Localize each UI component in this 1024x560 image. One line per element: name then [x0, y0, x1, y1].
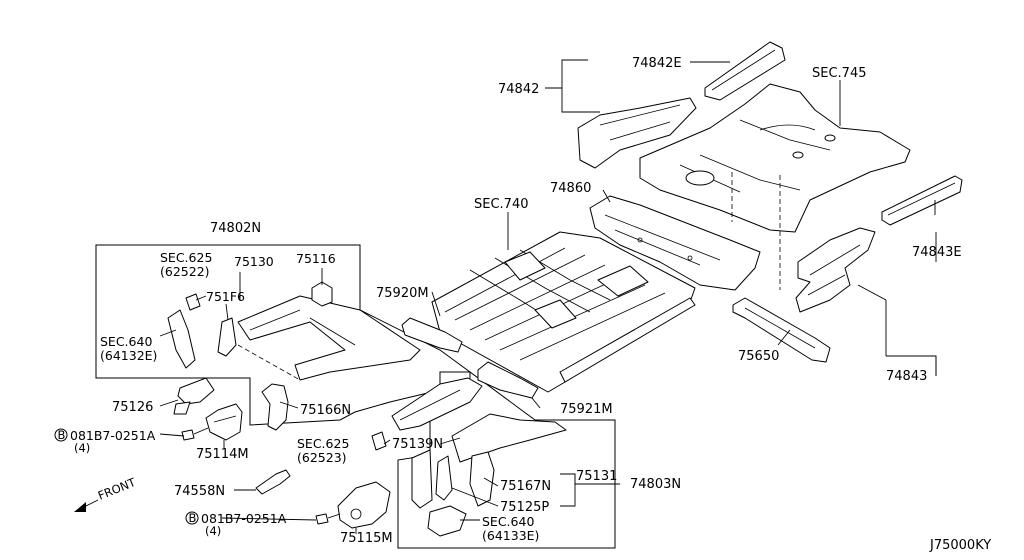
label-74860: 74860 [550, 181, 591, 196]
part-75126 [173, 377, 215, 415]
rear-floor-panel [639, 83, 911, 290]
part-74843 [795, 227, 876, 313]
part-sec625-62522 [185, 293, 201, 311]
part-751f6 [217, 317, 237, 357]
part-sec640-64133e [427, 505, 467, 537]
label-751f6: 751F6 [206, 289, 245, 304]
part-74842 [577, 97, 697, 169]
label-74803n: 74803N [630, 477, 681, 492]
label-75114m: 75114M [196, 447, 249, 462]
part-74558n [255, 469, 291, 495]
label-74843: 74843 [886, 369, 927, 384]
label-75126: 75126 [112, 400, 153, 415]
label-75139n: 75139N [392, 437, 443, 452]
label-75650: 75650 [738, 349, 779, 364]
label-75167n: 75167N [500, 479, 551, 494]
label-bolt-2: 081B7-0251A [201, 511, 287, 526]
part-75166n [261, 383, 289, 431]
bolt-symbol-icon [54, 428, 68, 442]
bolt-2 [315, 513, 341, 525]
label-74558n: 74558N [174, 484, 225, 499]
part-sec640-64132e [167, 309, 196, 369]
label-75116: 75116 [296, 251, 336, 266]
label-74842: 74842 [498, 82, 539, 97]
part-75130 [237, 295, 421, 381]
bolt-2-label: B 081B7-0251A (4) [185, 511, 287, 538]
label-sec740: SEC.740 [474, 197, 529, 212]
part-74843e [881, 175, 963, 226]
label-75920m: 75920M [376, 286, 429, 301]
label-75130: 75130 [234, 254, 274, 269]
label-75125p: 75125P [500, 500, 549, 515]
front-floor-panel [431, 231, 696, 393]
label-bolt-1: 081B7-0251A [70, 428, 156, 443]
label-sec625-a-sub: (62522) [160, 264, 210, 279]
label-sec625-b: SEC.625 [297, 436, 349, 451]
bolt-2-symbol: B [189, 511, 197, 525]
part-74860 [589, 195, 761, 291]
diagram-code: J75000KY [929, 538, 991, 553]
label-sec745: SEC.745 [812, 66, 867, 81]
label-75115m: 75115M [340, 531, 393, 546]
bolt-1-label: B 081B7-0251A (4) [54, 428, 156, 455]
part-74842e [704, 41, 786, 101]
label-75166n: 75166N [300, 403, 351, 418]
label-sec625-a: SEC.625 [160, 250, 212, 265]
part-75920m [401, 317, 463, 353]
label-sec640-a-sub: (64132E) [100, 348, 157, 363]
label-74842e: 74842E [632, 56, 682, 71]
label-74802n: 74802N [210, 221, 261, 236]
label-bolt-2-qty: (4) [205, 524, 221, 538]
part-75650 [732, 297, 831, 363]
label-front: FRONT [96, 475, 139, 503]
label-bolt-1-qty: (4) [74, 441, 90, 455]
part-75131 [451, 413, 567, 463]
part-bracket-left [411, 449, 433, 509]
part-75167n [469, 451, 495, 507]
label-75921m: 75921M [560, 402, 613, 417]
bolt-1-symbol: B [58, 428, 66, 442]
label-sec625-b-sub: (62523) [297, 450, 347, 465]
part-75921m [477, 361, 539, 399]
leader-lines [159, 59, 937, 534]
label-74843e: 74843E [912, 245, 962, 260]
part-75115m [337, 481, 391, 529]
part-75114m [205, 403, 243, 441]
bolt-symbol-icon [185, 511, 199, 525]
part-75125p [435, 455, 453, 501]
front-arrow-icon [74, 499, 99, 512]
group-box-74802n [95, 244, 471, 426]
part-sec625-62523 [371, 431, 387, 451]
bolt-1 [181, 427, 209, 441]
label-sec640-b: SEC.640 [482, 514, 534, 529]
label-75131: 75131 [576, 469, 617, 484]
label-sec640-b-sub: (64133E) [482, 528, 539, 543]
part-75139n [391, 377, 483, 431]
label-sec640-a: SEC.640 [100, 334, 152, 349]
